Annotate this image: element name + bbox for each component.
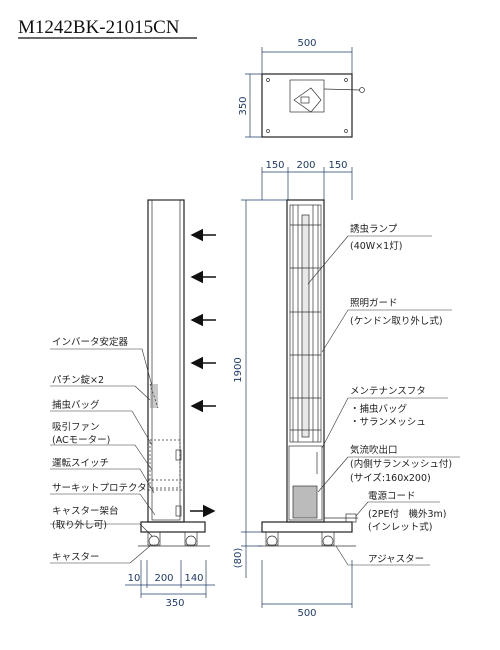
label-lid-bag: ・捕虫バッグ [350, 403, 408, 415]
height-dim: 1900 [233, 357, 244, 382]
base-dim: (80) [233, 548, 244, 569]
label-suction-fan: 吸引ファン [52, 422, 100, 433]
side-dim-10: 10 [128, 573, 141, 584]
label-light-guard: 照明ガード [350, 298, 398, 309]
side-dim-200: 200 [154, 573, 173, 584]
label-caster-stand: キャスター架台 [52, 505, 119, 517]
label-caster: キャスター [52, 552, 100, 563]
label-power-cord: 電源コード [368, 491, 416, 502]
top-view: 500 350 [238, 38, 365, 138]
top-width-dim: 500 [297, 38, 316, 49]
label-insect-bag-left: 捕虫バッグ [52, 399, 100, 411]
label-outlet-mesh: (内側サランメッシュ付) [350, 458, 452, 470]
label-inlet-type: (インレット式) [368, 521, 432, 533]
side-view [125, 199, 216, 598]
label-lid-mesh: ・サランメッシュ [350, 417, 426, 428]
label-insect-lamp: 誘虫ランプ [350, 223, 398, 235]
label-adjuster: アジャスター [368, 554, 424, 565]
side-dim-140: 140 [184, 573, 203, 584]
label-air-outlet: 気流吹出口 [350, 444, 398, 456]
label-removable: (取り外し可) [52, 519, 107, 531]
model-title: M1242BK-21015CN [18, 17, 180, 38]
side-total-dim: 350 [165, 598, 184, 609]
label-inverter-ballast: インバータ安定器 [52, 336, 129, 348]
front-bottom-dim: 500 [297, 608, 316, 619]
label-run-switch: 運転スイッチ [52, 458, 109, 469]
label-circuit-protector: サーキットプロテクタ [52, 483, 147, 494]
front-dim-150-left: 150 [265, 160, 284, 171]
label-latch: パチン錠×2 [52, 374, 104, 386]
label-guard-removal: (ケンドン取り外し式) [350, 315, 443, 327]
label-maintenance-lid: メンテナンスフタ [350, 386, 426, 397]
label-ac-motor: (ACモーター) [52, 435, 110, 446]
label-lamp-spec: (40W×1灯) [350, 241, 402, 252]
label-outlet-size: (サイズ:160x200) [350, 472, 431, 484]
front-dim-150-right: 150 [328, 160, 347, 171]
label-cord-spec: (2PE付 機外3m) [368, 508, 447, 520]
right-callouts [307, 235, 460, 566]
left-callouts [50, 348, 156, 564]
front-dim-200: 200 [296, 160, 315, 171]
top-depth-dim: 350 [238, 96, 249, 115]
front-view [241, 167, 358, 608]
